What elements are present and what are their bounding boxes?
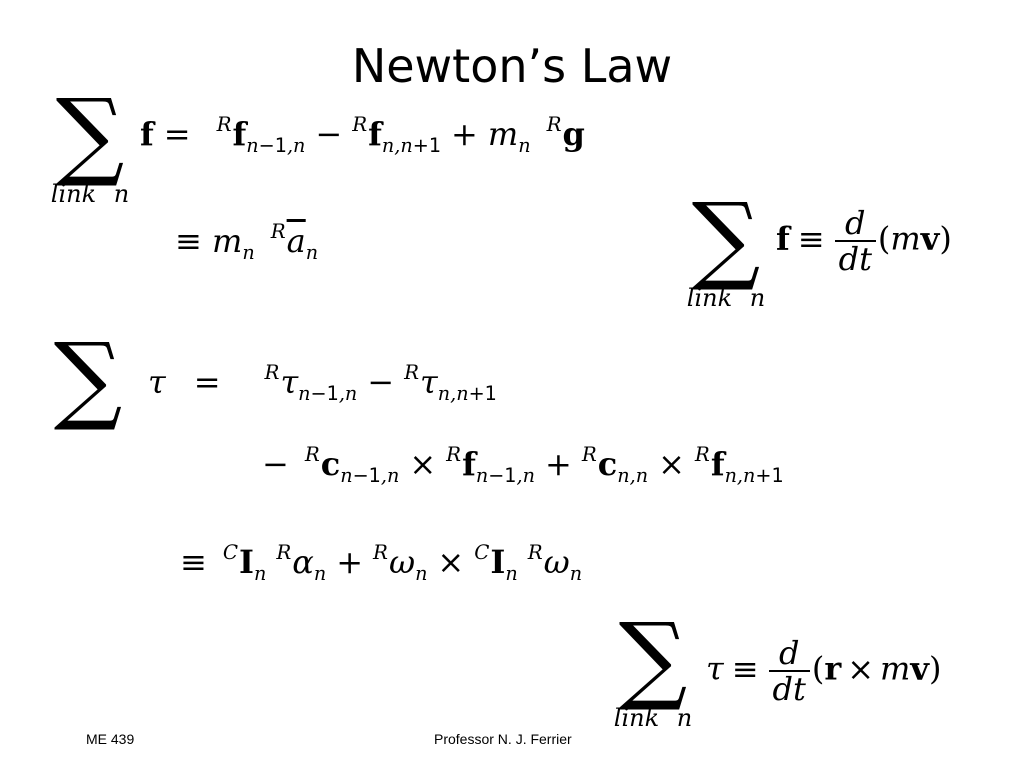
- torque-equivalence: ≡CInRαn+Rωn×CInRωn: [180, 541, 583, 585]
- torque-sum-symbol: ∑: [53, 322, 123, 434]
- footer-author: Professor N. J. Ferrier: [434, 731, 572, 747]
- force-sum-subscript: link n: [50, 180, 130, 208]
- force-definition-sum-symbol: ∑ link n: [676, 190, 776, 310]
- footer-course: ME 439: [86, 731, 135, 747]
- torque-definition-subscript: link n: [613, 704, 693, 732]
- force-sum-symbol: ∑ link n: [40, 86, 140, 206]
- torque-definition-sum-symbol: ∑ link n: [603, 610, 703, 730]
- torque-cross-terms: −Rcn−1,n×Rfn−1,n+Rcn,n×Rfn,n+1: [262, 443, 784, 487]
- force-definition-subscript: link n: [686, 284, 766, 312]
- torque-equation: τ=Rτn−1,n−Rτn,n+1: [148, 361, 497, 405]
- slide-title: Newton’s Law: [351, 39, 673, 93]
- force-equation: f=Rfn−1,n−Rfn,n+1+mnRg: [140, 113, 585, 157]
- force-equivalence: ≡ mnRan: [175, 220, 319, 264]
